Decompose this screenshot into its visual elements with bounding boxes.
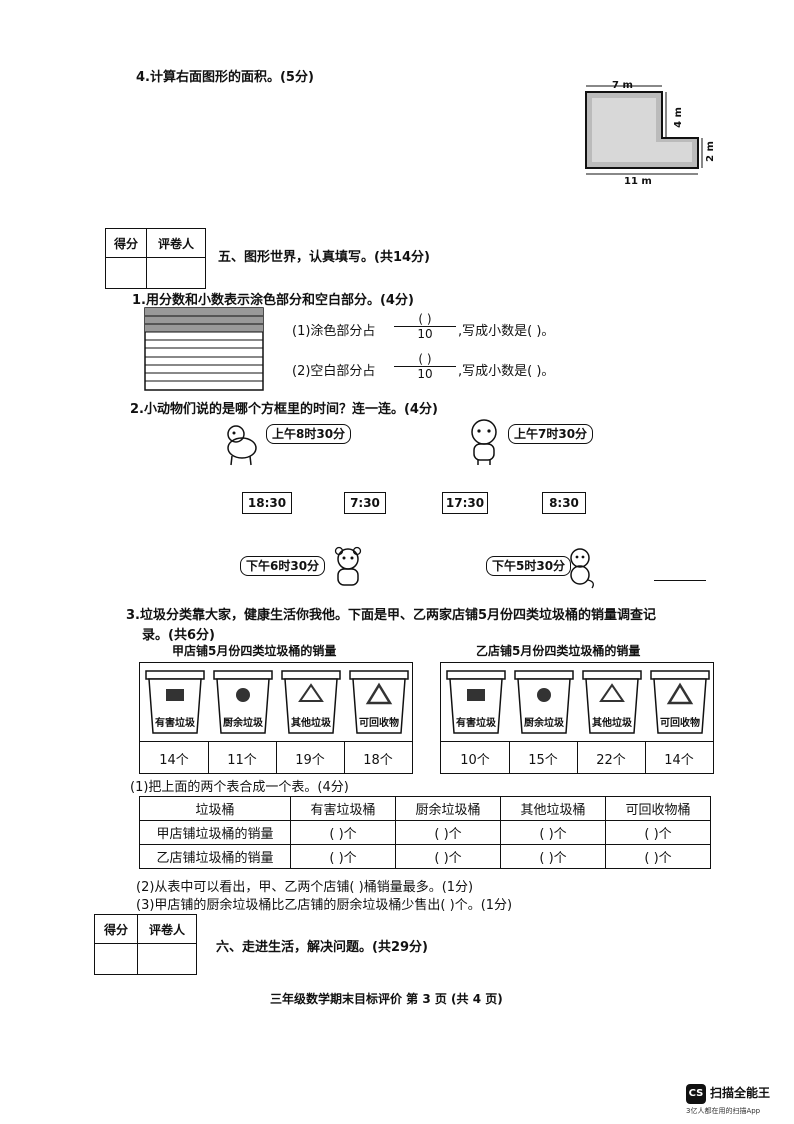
q3-sub1: (1)把上面的两个表合成一个表。(4分) bbox=[130, 780, 349, 795]
score-blank[interactable] bbox=[105, 257, 147, 289]
q1-line2-suffix[interactable]: ,写成小数是( )。 bbox=[458, 364, 555, 379]
bear-icon bbox=[334, 546, 362, 586]
row-label-b: 乙店铺垃圾桶的销量 bbox=[139, 844, 291, 869]
dim-right-2: 2 m bbox=[704, 141, 716, 162]
store-b-table: 有害垃圾 厨余垃圾 其他垃圾 可回收物 10个 15个 22个 14个 bbox=[440, 662, 714, 774]
header-cell: 厨余垃圾桶 bbox=[395, 796, 501, 821]
bubble-2: 上午7时30分 bbox=[508, 424, 594, 444]
grader-label: 评卷人 bbox=[146, 228, 206, 258]
store-b-title: 乙店铺5月份四类垃圾桶的销量 bbox=[476, 644, 641, 658]
grader-blank[interactable] bbox=[146, 257, 206, 289]
bubble-4: 下午5时30分 bbox=[486, 556, 572, 576]
dim-right-1: 4 m bbox=[672, 107, 684, 128]
page-footer: 三年级数学期末目标评价 第 3 页 (共 4 页) bbox=[270, 992, 503, 1006]
tiger-icon bbox=[471, 419, 497, 465]
score-label: 得分 bbox=[105, 228, 147, 258]
section6-title: 六、走进生活，解决问题。(共29分) bbox=[216, 940, 428, 955]
blank-cell[interactable]: ( )个 bbox=[395, 820, 501, 845]
q3-text-2: 录。(共6分) bbox=[142, 628, 215, 643]
scanner-sub: 3亿人都在用的扫描App bbox=[686, 1107, 761, 1115]
merged-table: 垃圾桶 有害垃圾桶 厨余垃圾桶 其他垃圾桶 可回收物桶 甲店铺垃圾桶的销量 ( … bbox=[139, 796, 711, 869]
bin-label: 可回收物 bbox=[660, 718, 700, 729]
score-blank[interactable] bbox=[94, 943, 138, 975]
q1-line1-prefix: (1)涂色部分占 bbox=[292, 324, 376, 339]
header-cell: 垃圾桶 bbox=[139, 796, 291, 821]
fraction-2[interactable]: ( ) 10 bbox=[394, 352, 456, 381]
bin-label: 厨余垃圾 bbox=[524, 718, 564, 729]
score-label: 得分 bbox=[94, 914, 138, 944]
grader-blank[interactable] bbox=[137, 943, 197, 975]
q3-sub3[interactable]: (3)甲店铺的厨余垃圾桶比乙店铺的厨余垃圾桶少售出( )个。(1分) bbox=[136, 898, 513, 913]
section5-title: 五、图形世界，认真填写。(共14分) bbox=[218, 250, 430, 265]
count-b-2: 15个 bbox=[528, 753, 558, 768]
blank-cell[interactable]: ( )个 bbox=[290, 844, 396, 869]
bin-label: 有害垃圾 bbox=[155, 718, 195, 729]
score-box-5: 得分 评卷人 bbox=[105, 228, 206, 289]
count-a-1: 14个 bbox=[159, 753, 189, 768]
blank-cell[interactable]: ( )个 bbox=[395, 844, 501, 869]
store-a-title: 甲店铺5月份四类垃圾桶的销量 bbox=[172, 644, 337, 658]
row-label-a: 甲店铺垃圾桶的销量 bbox=[139, 820, 291, 845]
store-a-table: 有害垃圾 厨余垃圾 其他垃圾 可回收物 14个 11个 19个 18个 bbox=[139, 662, 413, 774]
bubble-1: 上午8时30分 bbox=[266, 424, 352, 444]
bin-label: 有害垃圾 bbox=[456, 718, 496, 729]
time-box-1[interactable]: 18:30 bbox=[242, 492, 292, 514]
header-cell: 其他垃圾桶 bbox=[500, 796, 606, 821]
bin-kitchen-a: 厨余垃圾 bbox=[212, 669, 274, 735]
q1-line2-prefix: (2)空白部分占 bbox=[292, 364, 376, 379]
cow-icon bbox=[227, 425, 257, 466]
bin-label: 其他垃圾 bbox=[291, 718, 331, 729]
q1-text: 1.用分数和小数表示涂色部分和空白部分。(4分) bbox=[132, 293, 414, 308]
bin-other-b: 其他垃圾 bbox=[581, 669, 643, 735]
q3-sub2[interactable]: (2)从表中可以看出，甲、乙两个店铺( )桶销量最多。(1分) bbox=[136, 880, 474, 895]
bin-recyclable-b: 可回收物 bbox=[649, 669, 711, 735]
bin-label: 可回收物 bbox=[359, 718, 399, 729]
q2-text: 2.小动物们说的是哪个方框里的时间？连一连。(4分) bbox=[130, 402, 438, 417]
count-a-3: 19个 bbox=[295, 753, 325, 768]
monkey-icon bbox=[570, 548, 594, 589]
l-shape-figure bbox=[585, 85, 703, 175]
blank-cell[interactable]: ( )个 bbox=[605, 844, 711, 869]
grader-label: 评卷人 bbox=[137, 914, 197, 944]
fraction-1[interactable]: ( ) 10 bbox=[394, 312, 456, 341]
time-box-4[interactable]: 8:30 bbox=[542, 492, 586, 514]
blank-cell[interactable]: ( )个 bbox=[290, 820, 396, 845]
bin-label: 其他垃圾 bbox=[592, 718, 632, 729]
header-cell: 有害垃圾桶 bbox=[290, 796, 396, 821]
q3-text-1: 3.垃圾分类靠大家，健康生活你我他。下面是甲、乙两家店铺5月份四类垃圾桶的销量调… bbox=[126, 608, 657, 623]
count-b-3: 22个 bbox=[596, 753, 626, 768]
dim-bottom: 11 m bbox=[624, 176, 652, 187]
blank-cell[interactable]: ( )个 bbox=[500, 844, 606, 869]
header-cell: 可回收物桶 bbox=[605, 796, 711, 821]
scanner-logo: CS bbox=[686, 1084, 706, 1104]
count-a-2: 11个 bbox=[227, 753, 257, 768]
q1-line1-suffix[interactable]: ,写成小数是( )。 bbox=[458, 324, 555, 339]
count-b-4: 14个 bbox=[664, 753, 694, 768]
stray-line bbox=[654, 580, 706, 581]
score-box-6: 得分 评卷人 bbox=[94, 914, 197, 975]
scanner-name: 扫描全能王 bbox=[710, 1086, 771, 1100]
count-b-1: 10个 bbox=[460, 753, 490, 768]
q4-text: 4.计算右面图形的面积。(5分) bbox=[136, 70, 314, 85]
bin-hazardous-a: 有害垃圾 bbox=[144, 669, 206, 735]
bin-label: 厨余垃圾 bbox=[223, 718, 263, 729]
bin-other-a: 其他垃圾 bbox=[280, 669, 342, 735]
count-a-4: 18个 bbox=[363, 753, 393, 768]
blank-cell[interactable]: ( )个 bbox=[500, 820, 606, 845]
bin-recyclable-a: 可回收物 bbox=[348, 669, 410, 735]
striped-rectangle bbox=[144, 307, 264, 391]
bin-hazardous-b: 有害垃圾 bbox=[445, 669, 507, 735]
time-box-2[interactable]: 7:30 bbox=[344, 492, 386, 514]
time-box-3[interactable]: 17:30 bbox=[442, 492, 488, 514]
blank-cell[interactable]: ( )个 bbox=[605, 820, 711, 845]
bin-kitchen-b: 厨余垃圾 bbox=[513, 669, 575, 735]
dim-top: 7 m bbox=[612, 80, 633, 91]
bubble-3: 下午6时30分 bbox=[240, 556, 326, 576]
